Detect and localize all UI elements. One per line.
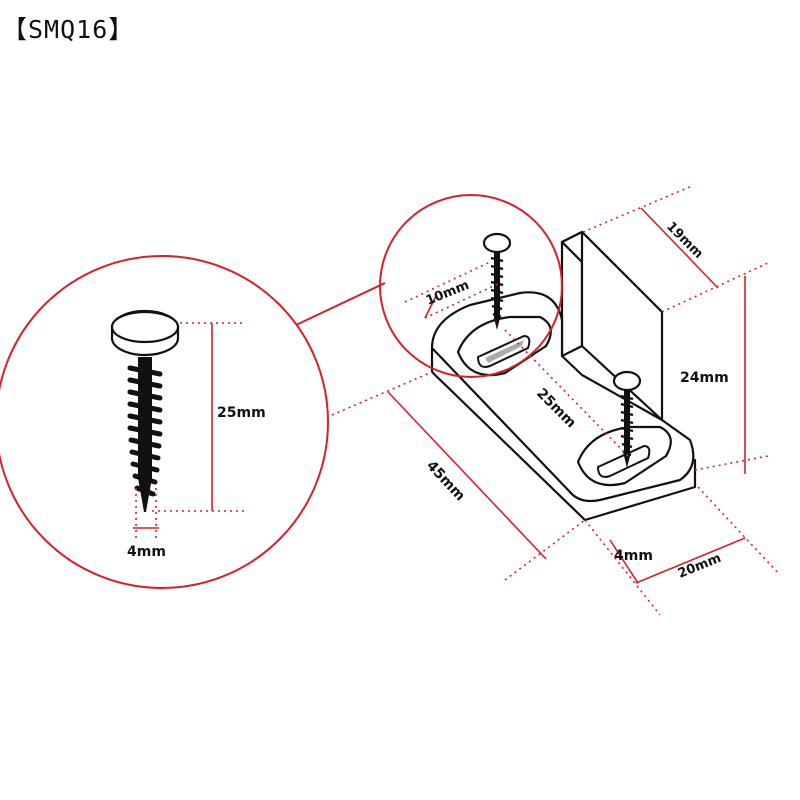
screw-length-label: 25mm — [217, 405, 266, 421]
base-length-label: 45mm — [423, 458, 468, 505]
mounting-hole-1 — [456, 315, 552, 377]
top-width-label: 19mm — [663, 219, 706, 262]
magnify-connector — [295, 282, 386, 326]
magnify-circle-small — [379, 194, 563, 378]
product-code: 【SMQ16】 — [2, 15, 135, 44]
screw-diameter-label: 4mm — [127, 544, 166, 560]
base-width-label: 20mm — [676, 551, 724, 582]
thickness-label: 4mm — [614, 548, 653, 564]
screw-small-icon-1 — [482, 232, 512, 330]
screw-large-icon — [110, 309, 180, 512]
screw-small-icon-2 — [612, 370, 642, 468]
magnify-circle-large — [0, 255, 329, 589]
slot-length-label: 10mm — [424, 278, 472, 309]
height-label: 24mm — [680, 370, 729, 386]
